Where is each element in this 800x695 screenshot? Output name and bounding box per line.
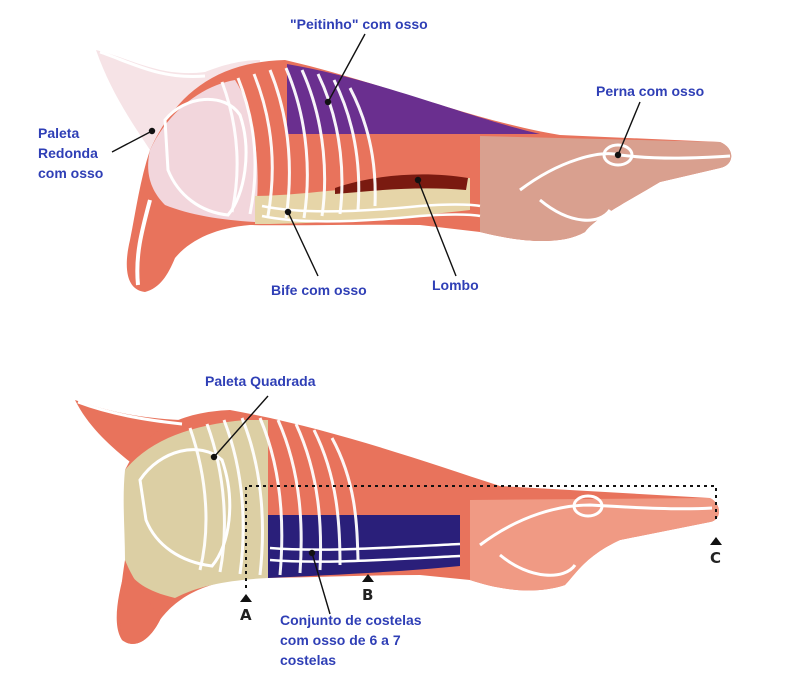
- top-vertebrae: [261, 203, 481, 223]
- bottom-vertebrae: [269, 542, 461, 563]
- bottom-hindleg-bones: [479, 494, 713, 577]
- leader-lombo: [417, 179, 457, 277]
- bottom-leader-dots: [210, 453, 316, 557]
- marker-c-triangle: [710, 537, 722, 545]
- marker-b-label: B: [362, 586, 374, 604]
- bottom-paleta-section: [123, 420, 269, 598]
- label-costelas-line2: com osso de 6 a 7: [280, 632, 401, 648]
- marker-a-triangle: [240, 594, 252, 602]
- marker-c-label: C: [710, 549, 722, 567]
- bottom-foreleg-shape: [119, 560, 160, 644]
- label-paleta-redonda-line2: Redonda: [38, 145, 98, 161]
- top-neck-bones: [99, 50, 206, 79]
- top-lombo-section: [335, 174, 468, 194]
- leader-peitinho: [327, 33, 366, 103]
- bottom-neck-bones: [77, 400, 183, 426]
- label-paleta-redonda-line1: Paleta: [38, 125, 80, 141]
- marker-a-label: A: [240, 606, 252, 624]
- label-peitinho: "Peitinho" com osso: [290, 16, 428, 32]
- top-perna-section: [480, 136, 732, 242]
- leader-paleta-redonda: [111, 130, 153, 153]
- label-paleta-quadrada: Paleta Quadrada: [205, 373, 316, 389]
- label-lombo: Lombo: [432, 277, 479, 293]
- top-leader-dots: [148, 98, 622, 216]
- bottom-scapula: [138, 448, 232, 568]
- top-bife-section: [255, 178, 470, 224]
- top-scapula: [163, 98, 248, 217]
- top-carcass: [96, 33, 732, 292]
- leader-paleta-quadrada: [213, 395, 269, 458]
- bottom-leader-lines: [213, 395, 331, 615]
- bottom-carcass: [75, 395, 722, 644]
- label-costelas-line1: Conjunto de costelas: [280, 612, 422, 628]
- label-paleta-redonda-line3: com osso: [38, 165, 104, 181]
- top-peitinho-section: [287, 64, 540, 134]
- cut-outline-dotted: [245, 485, 717, 588]
- leader-perna: [617, 101, 641, 156]
- top-foreleg-bones: [135, 199, 152, 286]
- label-costelas-line3: costelas: [280, 652, 337, 668]
- cut-markers: [240, 537, 722, 602]
- leader-bife: [287, 211, 319, 277]
- label-bife: Bife com osso: [271, 282, 367, 298]
- label-perna: Perna com osso: [596, 83, 705, 99]
- leader-costelas: [311, 552, 331, 615]
- top-leader-lines: [111, 33, 641, 277]
- marker-b-triangle: [362, 574, 374, 582]
- top-ribs: [220, 67, 377, 219]
- bottom-leg-section: [470, 498, 719, 591]
